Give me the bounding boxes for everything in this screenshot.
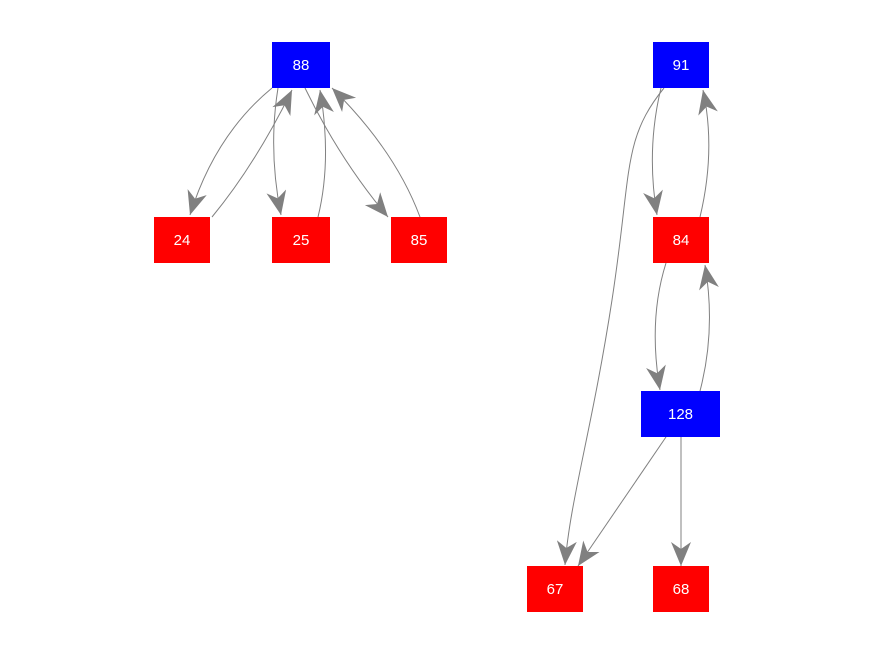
node-box (272, 42, 330, 88)
edge-128-to-67 (577, 436, 667, 567)
node-label: 91 (673, 57, 690, 74)
edge-88-to-25 (266, 87, 287, 216)
node-91[interactable]: 91 (653, 42, 709, 88)
edge-85-to-88 (331, 87, 421, 218)
node-67[interactable]: 67 (527, 566, 583, 612)
node-box (641, 391, 720, 437)
edge-128-to-84 (699, 264, 719, 392)
node-84[interactable]: 84 (653, 217, 709, 263)
edge-88-to-85 (304, 87, 389, 218)
node-25[interactable]: 25 (272, 217, 330, 263)
node-box (527, 566, 583, 612)
node-label: 68 (673, 581, 690, 598)
edge-91-to-67 (556, 87, 665, 566)
edge-84-to-128 (646, 262, 667, 391)
node-box (653, 217, 709, 263)
node-128[interactable]: 128 (641, 391, 720, 437)
edge-91-to-84 (643, 87, 663, 216)
node-box (154, 217, 210, 263)
edge-24-to-88 (211, 89, 293, 218)
edge-84-to-91 (698, 89, 718, 218)
node-label: 88 (293, 57, 310, 74)
node-box (653, 566, 709, 612)
node-label: 85 (411, 232, 428, 249)
edge-88-to-24 (187, 87, 273, 216)
node-label: 67 (547, 581, 564, 598)
node-label: 84 (673, 232, 690, 249)
node-85[interactable]: 85 (391, 217, 447, 263)
node-box (272, 217, 330, 263)
node-24[interactable]: 24 (154, 217, 210, 263)
edge-25-to-88 (314, 89, 334, 218)
node-68[interactable]: 68 (653, 566, 709, 612)
node-box (391, 217, 447, 263)
node-88[interactable]: 88 (272, 42, 330, 88)
node-label: 24 (174, 232, 191, 249)
node-box (653, 42, 709, 88)
node-label: 128 (668, 406, 693, 423)
node-label: 25 (293, 232, 310, 249)
